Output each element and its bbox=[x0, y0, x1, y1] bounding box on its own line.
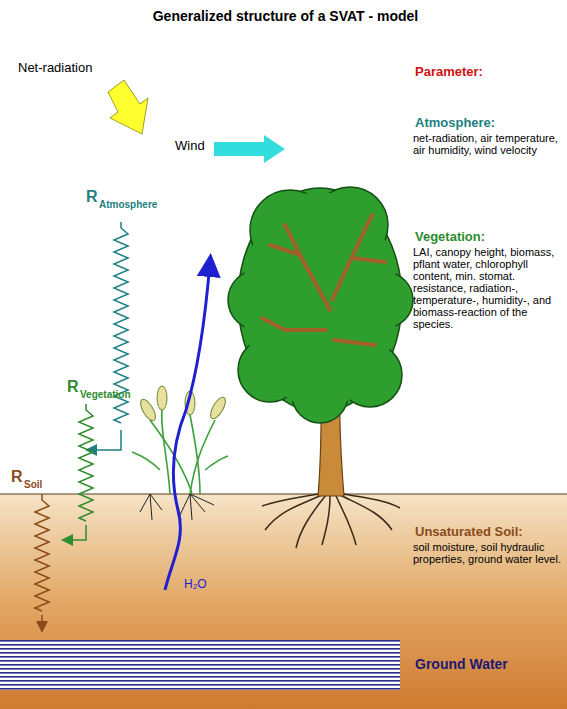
parameter-list: soil moisture, soil hydraulic properties… bbox=[413, 541, 563, 565]
band-label: Ground Water bbox=[415, 656, 508, 672]
resistance-symbol: R bbox=[67, 378, 79, 396]
parameter-list: LAI, canopy height, biomass, pflant wate… bbox=[413, 246, 563, 330]
section-heading: Atmosphere: bbox=[415, 115, 495, 130]
annotation: Wind bbox=[175, 138, 205, 153]
section-heading: Unsaturated Soil: bbox=[415, 524, 523, 539]
resistance-subscript: Vegetation bbox=[80, 389, 131, 400]
resistance-symbol: R bbox=[11, 468, 23, 486]
section-heading: Parameter: bbox=[415, 64, 483, 79]
parameter-list: net-radiation, air temperature, air humi… bbox=[413, 132, 563, 156]
annotation: Net-radiation bbox=[18, 60, 92, 75]
resistance-symbol: R bbox=[86, 188, 98, 206]
resistance-subscript: Soil bbox=[24, 479, 42, 490]
resistance-subscript: Atmosphere bbox=[99, 199, 157, 210]
section-heading: Vegetation: bbox=[415, 229, 485, 244]
water-label: H₂O bbox=[184, 577, 207, 591]
diagram-title: Generalized structure of a SVAT - model bbox=[2, 8, 567, 24]
soil-band: Unsaturated Soil: soil moisture, soil hyd… bbox=[0, 494, 567, 709]
groundwater-band: Ground Water bbox=[0, 640, 567, 690]
